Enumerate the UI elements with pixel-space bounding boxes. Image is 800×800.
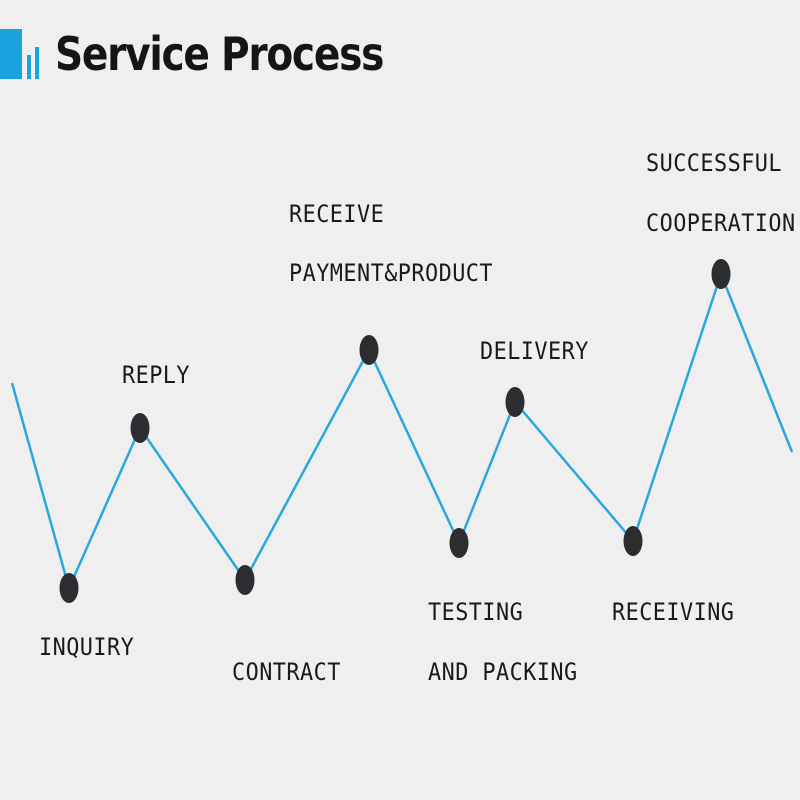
node-contract xyxy=(235,565,255,595)
label-successful-cooperation-line-1: SUCCESSFUL xyxy=(646,149,782,177)
label-contract-line-1: CONTRACT xyxy=(232,658,341,686)
process-labels: INQUIRY REPLY CONTRACT RECEIVE PAYMENT&PRODU… xyxy=(39,149,796,686)
process-line xyxy=(10,272,794,590)
label-delivery-line-1: DELIVERY xyxy=(480,337,589,365)
node-receive-payment-product xyxy=(359,335,379,365)
label-receiving-line-1: RECEIVING xyxy=(612,598,734,626)
node-successful-cooperation xyxy=(711,259,731,289)
label-testing-and-packing-line-1: TESTING xyxy=(428,598,523,626)
label-inquiry-line-1: INQUIRY xyxy=(39,633,134,661)
label-receive-payment-product-line-1: RECEIVE xyxy=(289,200,384,228)
page-title: Service Process xyxy=(55,27,384,81)
node-receiving xyxy=(623,526,643,556)
label-successful-cooperation-line-2: COOPERATION xyxy=(646,209,796,237)
accent-bar-tall-icon xyxy=(35,47,39,79)
header: Service Process xyxy=(0,22,441,86)
label-testing-and-packing-line-2: AND PACKING xyxy=(428,658,578,686)
node-inquiry xyxy=(59,573,79,603)
label-reply-line-1: REPLY xyxy=(122,361,190,389)
node-delivery xyxy=(505,387,525,417)
label-receive-payment-product-line-2: PAYMENT&PRODUCT xyxy=(289,259,493,287)
accent-bar-small-icon xyxy=(27,55,31,79)
node-reply xyxy=(130,413,150,443)
node-testing-and-packing xyxy=(449,528,469,558)
accent-bar-icon xyxy=(0,29,22,79)
process-nodes xyxy=(59,259,731,603)
